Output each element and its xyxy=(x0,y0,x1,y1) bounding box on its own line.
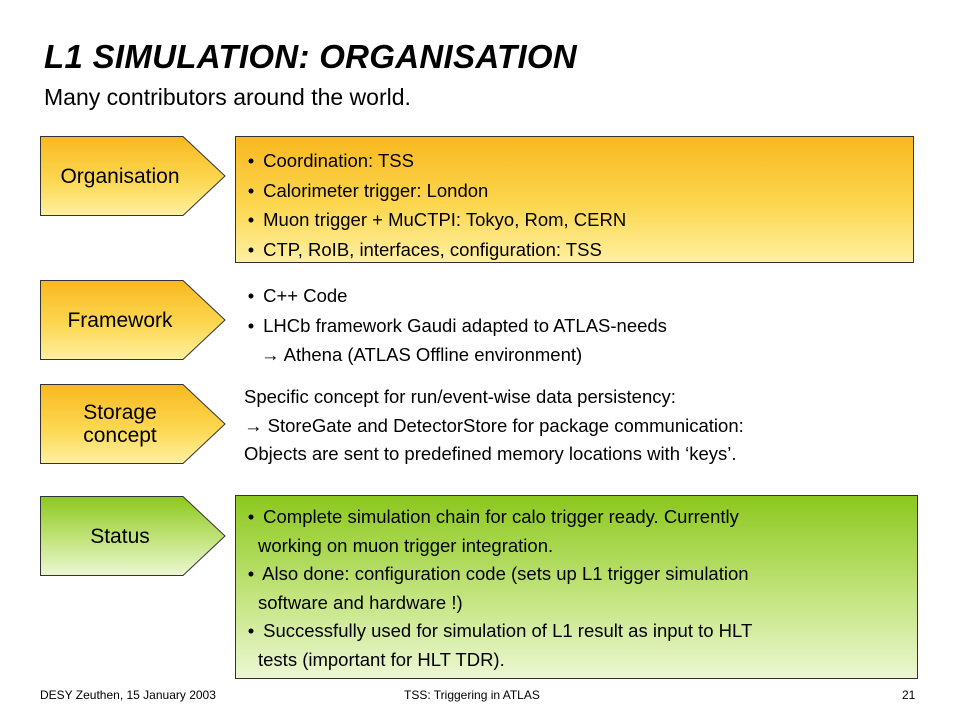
text-line: Objects are sent to predefined memory lo… xyxy=(244,443,737,464)
slide-subtitle: Many contributors around the world. xyxy=(44,84,411,110)
framework-label: Framework xyxy=(67,308,173,332)
arrow-right-icon: → xyxy=(261,344,280,365)
list-item: • CTP, RoIB, interfaces, configuration: … xyxy=(244,235,626,265)
organisation-list: • Coordination: TSS • Calorimeter trigge… xyxy=(244,146,626,264)
status-list: • Complete simulation chain for calo tri… xyxy=(244,503,753,675)
bullet-icon: • xyxy=(247,563,255,585)
bullet-icon: • xyxy=(247,150,255,171)
list-item: • LHCb framework Gaudi adapted to ATLAS-… xyxy=(244,311,667,341)
bullet-icon: • xyxy=(247,506,255,527)
bullet-icon: • xyxy=(247,238,255,260)
list-item: • Complete simulation chain for calo tri… xyxy=(244,503,752,532)
list-item-continuation: software and hardware !) xyxy=(258,591,463,613)
footer-left: DESY Zeuthen, 15 January 2003 xyxy=(40,688,216,702)
footer-center: TSS: Triggering in ATLAS xyxy=(404,688,540,702)
organisation-label: Organisation xyxy=(60,164,180,188)
list-item: • Successfully used for simulation of L1… xyxy=(244,617,753,646)
status-box xyxy=(235,495,918,679)
page-number: 21 xyxy=(902,688,916,702)
storage-arrow-shape xyxy=(40,384,226,464)
list-item-continuation: tests (important for HLT TDR). xyxy=(258,648,505,670)
status-label: Status xyxy=(90,524,150,548)
framework-arrow: Framework xyxy=(40,280,226,360)
list-item: • Calorimeter trigger: London xyxy=(244,176,626,206)
list-item-continuation: working on muon trigger integration. xyxy=(258,534,554,556)
organisation-arrow-shape xyxy=(40,136,226,216)
list-item: • Also done: configuration code (sets up… xyxy=(244,560,752,589)
arrow-right-icon: → xyxy=(244,414,263,436)
storage-label: Storage concept xyxy=(83,401,157,447)
slide-title: L1 SIMULATION: ORGANISATION xyxy=(44,38,578,75)
framework-list: • C++ Code • LHCb framework Gaudi adapte… xyxy=(244,281,667,370)
framework-arrow-shape xyxy=(40,280,226,360)
storage-arrow: Storage concept xyxy=(40,384,226,464)
status-arrow-shape xyxy=(40,496,226,576)
list-item: → Athena (ATLAS Offline environment) xyxy=(261,344,583,365)
text-line: Specific concept for run/event-wise data… xyxy=(244,386,676,407)
list-item: • Muon trigger + MuCTPI: Tokyo, Rom, CER… xyxy=(244,205,626,235)
storage-text: Specific concept for run/event-wise data… xyxy=(244,383,744,469)
bullet-icon: • xyxy=(247,209,255,230)
bullet-icon: • xyxy=(247,179,255,201)
bullet-icon: • xyxy=(247,314,255,336)
list-item: • Coordination: TSS xyxy=(244,146,626,176)
status-arrow: Status xyxy=(40,496,226,576)
list-item: • C++ Code xyxy=(244,281,667,311)
organisation-arrow: Organisation xyxy=(40,136,226,216)
bullet-icon: • xyxy=(247,285,255,306)
bullet-icon: • xyxy=(247,620,255,642)
text-line: → StoreGate and DetectorStore for packag… xyxy=(244,414,744,436)
organisation-box xyxy=(235,136,914,263)
